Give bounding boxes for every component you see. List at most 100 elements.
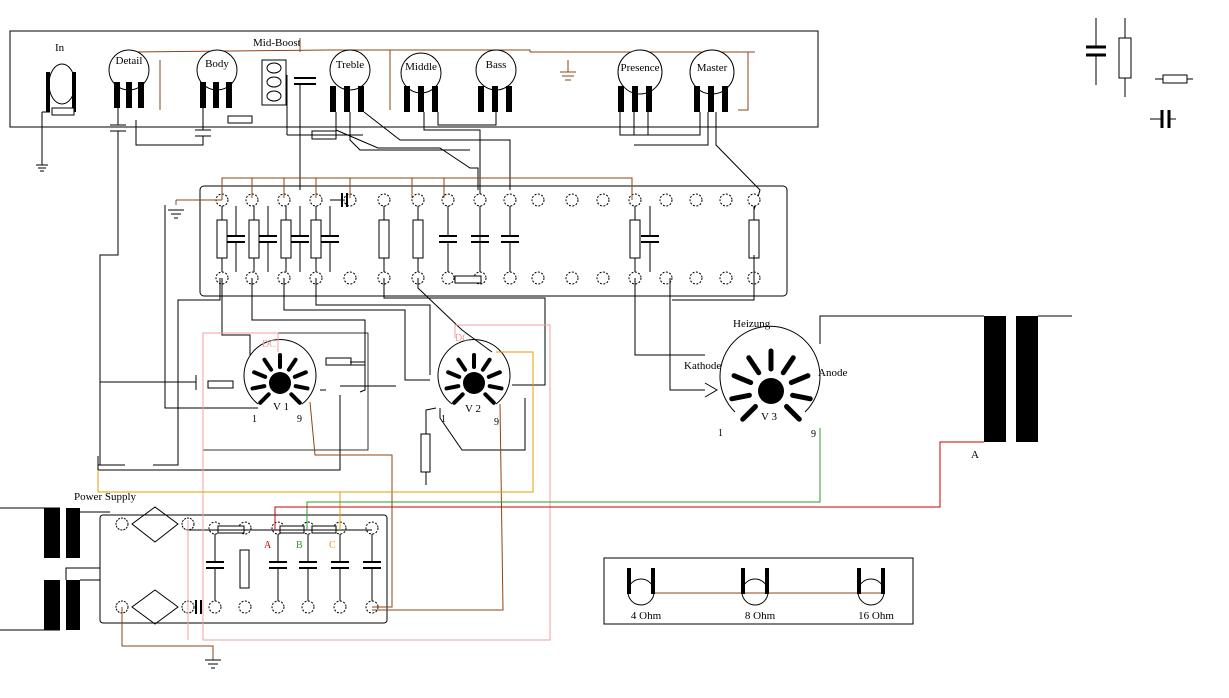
tube-v3: V 3 1 9 Heizung Kathode Anode [684,318,847,440]
pot-treble[interactable]: Treble [329,49,371,112]
mid-boost-capacitor [294,77,316,190]
pot-label-body: Body [205,58,229,70]
board-eyelet [377,193,391,207]
legend [1086,18,1193,128]
tube-pin [731,373,754,386]
v2-pin-first: 1 [441,414,446,425]
tag-board [168,177,788,297]
board-eyelet [659,271,673,285]
v3-name: V 3 [761,411,777,423]
resistor-horizontal-icon [1155,74,1193,84]
ps-eyelet [208,600,222,614]
power-supply-title: Power Supply [74,491,137,503]
panel-ground-symbol [560,60,576,81]
board-eyelet [503,271,517,285]
speaker-jack-label: 4 Ohm [631,610,662,622]
tube-pin [746,355,762,376]
board-eyelet [747,193,761,207]
pot-label-middle: Middle [405,61,437,73]
tube-pin [480,357,492,372]
board-eyelet [245,193,259,207]
pot-label-treble: Treble [336,59,364,71]
tap-a-label: A [264,540,272,551]
pot-label-bass: Bass [486,59,507,71]
mid-boost-label: Mid-Boost [253,37,301,49]
mid-boost-switch[interactable] [261,59,287,106]
pot-middle[interactable]: Middle [400,52,442,112]
tube-v2: V 2 1 9 DC [420,333,511,473]
board-resistor [248,219,260,259]
pot-label-master: Master [697,62,728,74]
tube-pin [790,392,813,402]
input-jack[interactable]: In [36,42,76,172]
front-panel: In Mid-Boost Detail [9,30,819,190]
board-eyelet [441,193,455,207]
board-eyelet [343,271,357,285]
pot-master[interactable]: Master [689,49,735,112]
board-eyelet [689,193,703,207]
board-resistor [280,219,292,259]
v2-name: V 2 [465,403,481,415]
board-eyelet [473,193,487,207]
tube-pin [258,392,271,405]
panel-wiring [99,75,761,380]
board-eyelet [565,271,579,285]
ps-eyelet [333,600,347,614]
pot-bass[interactable]: Bass [475,49,517,112]
v3-pin-first: 1 [718,428,723,439]
board-eyelet [719,271,733,285]
v1-pin-last: 9 [297,414,302,425]
pot-detail[interactable]: Detail [108,49,150,108]
board-resistor [378,219,390,259]
speaker-jack-label: 8 Ohm [745,610,776,622]
tube-pin [788,373,811,386]
tube-pin [289,392,302,405]
tube-pin [487,384,504,391]
circuit-wiring [97,205,984,641]
board-eyelet [411,193,425,207]
board-eyelet [596,193,610,207]
bridge-rectifier-1 [115,506,195,543]
board-eyelet [628,193,642,207]
power-supply: Power Supply A B [0,491,388,669]
tube-pin [262,357,274,372]
tube-pin [483,392,496,405]
board-eyelet [565,193,579,207]
board-eyelet [531,271,545,285]
pot-body[interactable]: Body [196,49,253,124]
tap-b-label: B [296,540,303,551]
tube-pin [292,370,308,379]
tube-pin [729,392,752,402]
tap-c-label: C [329,540,336,551]
tube-pin [780,355,796,376]
board-resistor [748,219,760,259]
ps-eyelet [301,600,315,614]
pot-presence[interactable]: Presence [617,49,663,112]
tube-pin [784,404,802,422]
tube-pin [252,370,268,379]
v3-heater-label: Heizung [733,318,771,330]
board-resistor [412,219,424,259]
board-resistor [310,219,322,259]
input-label: In [55,42,65,54]
board-holes-top [215,193,761,207]
capacitor-horizontal-icon [1150,110,1176,128]
resistor-icon [1118,18,1132,97]
board-eyelet [531,193,545,207]
v1-pin-first: 1 [252,414,257,425]
tube-pin [286,357,298,372]
ps-eyelet [271,600,285,614]
pot-label-detail: Detail [116,55,143,67]
v3-anode-label: Anode [818,367,847,379]
board-resistor [216,219,228,259]
v2-pin-last: 9 [494,417,499,428]
ps-eyelet [238,600,252,614]
board-resistor [629,219,641,259]
board-holes-bottom [215,271,761,285]
board-eyelet [659,193,673,207]
tube-v1: V 1 1 9 DC [202,332,369,451]
speaker-jack [741,578,769,606]
bridge-rectifier-2 [115,589,195,625]
